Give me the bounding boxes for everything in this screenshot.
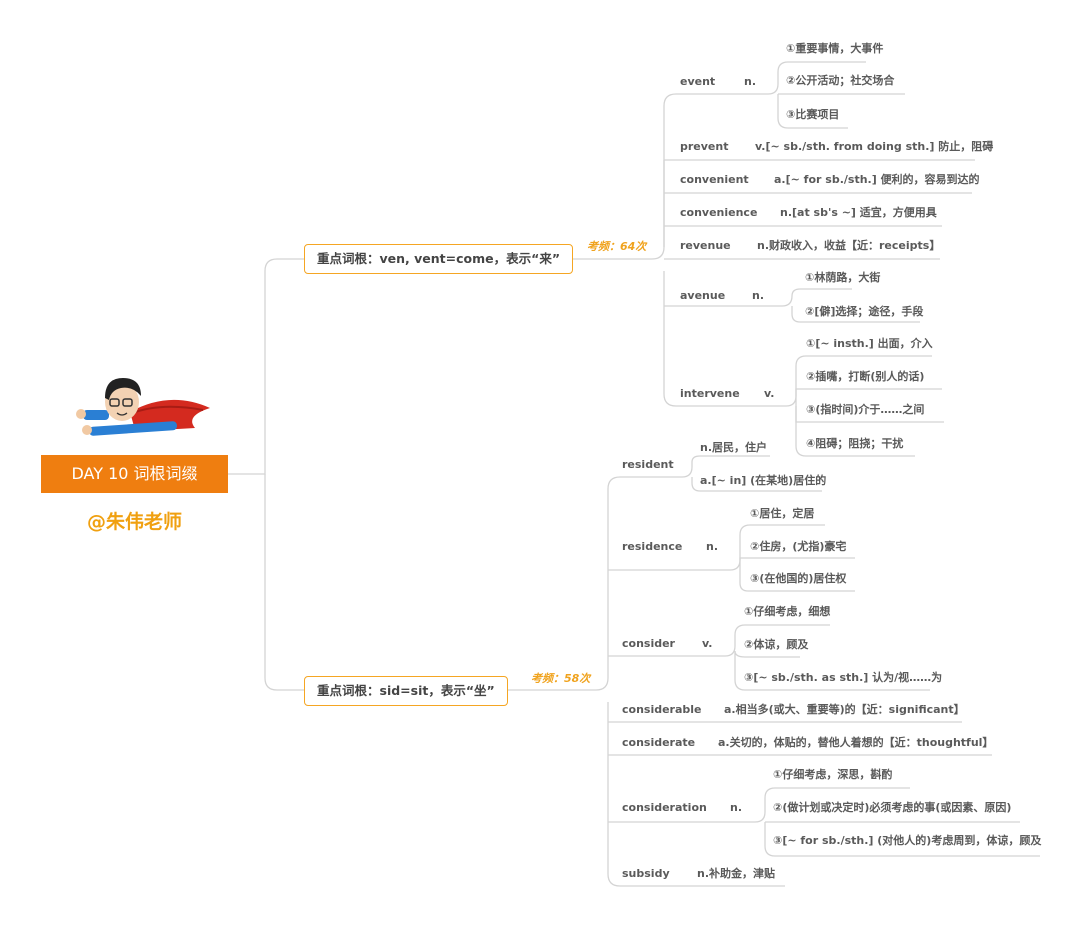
- sense-consideration-2: ②(做计划或决定时)必须考虑的事(或因素、原因): [773, 801, 1012, 814]
- author-label: @朱伟老师: [86, 511, 182, 533]
- sense-consider-1: ①仔细考虑，细想: [744, 605, 831, 618]
- def-considerate: a.关切的，体贴的，替他人着想的【近：thoughtful】: [718, 736, 994, 749]
- word-resident[interactable]: resident: [622, 458, 674, 471]
- root-sid-node[interactable]: 重点词根：sid=sit，表示“坐”: [304, 676, 508, 706]
- pos-intervene: v.: [764, 387, 775, 400]
- def-revenue: n.财政收入，收益【近：receipts】: [757, 239, 941, 252]
- word-consideration[interactable]: consideration: [622, 801, 707, 814]
- sense-consider-2: ②体谅，顾及: [744, 638, 809, 651]
- word-considerable[interactable]: considerable: [622, 703, 702, 716]
- sense-event-3: ③比赛项目: [786, 108, 840, 121]
- sense-consideration-3: ③[~ for sb./sth.] (对他人的)考虑周到，体谅，顾及: [773, 834, 1042, 847]
- pos-consider: v.: [702, 637, 713, 650]
- def-convenient: a.[~ for sb./sth.] 便利的，容易到达的: [774, 173, 980, 186]
- sense-resident-1: n.居民，住户: [700, 441, 768, 454]
- sense-consideration-1: ①仔细考虑，深思，斟酌: [773, 768, 893, 781]
- word-prevent[interactable]: prevent: [680, 140, 729, 153]
- word-consider[interactable]: consider: [622, 637, 675, 650]
- sense-residence-2: ②住房，(尤指)豪宅: [750, 540, 847, 553]
- word-event[interactable]: event: [680, 75, 716, 88]
- word-residence[interactable]: residence: [622, 540, 683, 553]
- def-prevent: v.[~ sb./sth. from doing sth.] 防止，阻碍: [755, 140, 994, 153]
- sense-event-1: ①重要事情，大事件: [786, 42, 884, 55]
- word-avenue[interactable]: avenue: [680, 289, 726, 302]
- word-considerate[interactable]: considerate: [622, 736, 696, 749]
- sense-intervene-1: ①[~ insth.] 出面，介入: [806, 337, 933, 350]
- sense-residence-1: ①居住，定居: [750, 507, 815, 520]
- sense-avenue-2: ②[僻]选择；途径，手段: [805, 305, 924, 318]
- sense-intervene-4: ④阻碍；阻挠；干扰: [806, 437, 904, 450]
- sense-intervene-3: ③(指时间)介于……之间: [806, 403, 925, 416]
- freq-label-sid: 考频：58次: [531, 672, 591, 685]
- center-topic-box[interactable]: DAY 10 词根词缀: [41, 455, 228, 493]
- sense-event-2: ②公开活动；社交场合: [786, 74, 895, 87]
- pos-avenue: n.: [752, 289, 765, 302]
- sense-intervene-2: ②插嘴，打断(别人的话): [806, 370, 925, 383]
- pos-consideration: n.: [730, 801, 743, 814]
- def-subsidy: n.补助金，津贴: [697, 867, 776, 880]
- def-convenience: n.[at sb's ~] 适宜，方便用具: [780, 206, 937, 219]
- pos-event: n.: [744, 75, 757, 88]
- pos-residence: n.: [706, 540, 719, 553]
- sense-residence-3: ③(在他国的)居住权: [750, 572, 847, 585]
- flying-superhero-illustration: [76, 378, 210, 436]
- word-subsidy[interactable]: subsidy: [622, 867, 670, 880]
- word-convenience[interactable]: convenience: [680, 206, 758, 219]
- sense-avenue-1: ①林荫路，大街: [805, 271, 881, 284]
- word-intervene[interactable]: intervene: [680, 387, 740, 400]
- sense-consider-3: ③[~ sb./sth. as sth.] 认为/视……为: [744, 671, 943, 684]
- word-convenient[interactable]: convenient: [680, 173, 749, 186]
- word-revenue[interactable]: revenue: [680, 239, 731, 252]
- freq-label-ven: 考频：64次: [587, 240, 647, 253]
- def-considerable: a.相当多(或大、重要等)的【近：significant】: [724, 703, 965, 716]
- root-ven-node[interactable]: 重点词根：ven, vent=come，表示“来”: [304, 244, 574, 274]
- sense-resident-2: a.[~ in] (在某地)居住的: [700, 474, 827, 487]
